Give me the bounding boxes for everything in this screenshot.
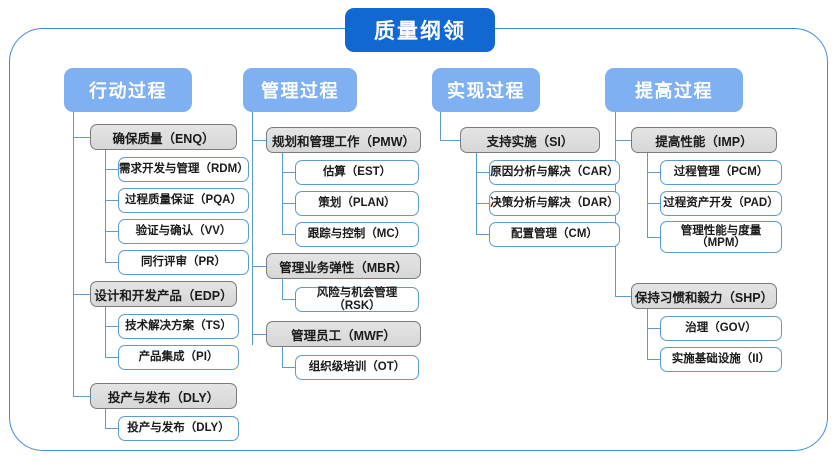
item-box-3-0-1[interactable]: 过程资产开发（PAD） <box>660 191 782 216</box>
branch-line <box>73 294 91 296</box>
column-header-0[interactable]: 行动过程 <box>64 68 192 112</box>
item-box-2-0-1[interactable]: 决策分析与解决（DAR） <box>489 191 620 216</box>
leaf-line <box>105 262 119 264</box>
item-box-1-0-1[interactable]: 策划（PLAN） <box>295 191 419 216</box>
diagram-title: 质量纲领 <box>345 8 495 52</box>
item-box-0-1-1[interactable]: 产品集成（PI） <box>118 345 239 370</box>
item-box-1-0-2[interactable]: 跟踪与控制（MC） <box>295 222 419 247</box>
sub-trunk-line <box>105 150 107 262</box>
group-box-1-0[interactable]: 规划和管理工作（PMW） <box>266 127 421 153</box>
branch-line <box>73 137 91 139</box>
group-box-2-0[interactable]: 支持实施（SI） <box>460 127 600 153</box>
leaf-line <box>105 326 119 328</box>
trunk-line-col-1 <box>252 112 254 345</box>
leaf-line <box>282 172 296 174</box>
leaf-line <box>105 357 119 359</box>
item-box-0-0-1[interactable]: 过程质量保证（PQA） <box>118 188 249 213</box>
branch-line <box>73 396 91 398</box>
trunk-line-col-0 <box>73 112 75 397</box>
sub-trunk-line <box>282 347 284 367</box>
leaf-line <box>476 234 490 236</box>
item-box-3-0-2[interactable]: 管理性能与度量（MPM） <box>660 221 782 253</box>
leaf-line <box>282 203 296 205</box>
column-header-1[interactable]: 管理过程 <box>243 68 357 112</box>
leaf-line <box>105 428 119 430</box>
leaf-line <box>476 172 490 174</box>
leaf-line <box>105 169 119 171</box>
group-box-3-0[interactable]: 提高性能（IMP） <box>631 127 777 153</box>
group-box-3-1[interactable]: 保持习惯和毅力（SHP） <box>631 283 777 309</box>
sub-trunk-line <box>476 153 478 234</box>
column-header-2[interactable]: 实现过程 <box>432 68 540 112</box>
item-box-1-0-0[interactable]: 估算（EST） <box>295 160 419 185</box>
sub-trunk-line <box>105 409 107 428</box>
group-box-1-2[interactable]: 管理员工（MWF） <box>266 321 421 347</box>
column-header-3[interactable]: 提高过程 <box>605 68 743 112</box>
item-box-3-1-1[interactable]: 实施基础设施（II） <box>660 347 782 372</box>
item-box-2-0-0[interactable]: 原因分析与解决（CAR） <box>489 160 620 185</box>
leaf-line <box>282 367 296 369</box>
item-box-0-2-0[interactable]: 投产与发布（DLY） <box>118 416 239 441</box>
branch-line <box>252 140 268 142</box>
item-box-0-0-2[interactable]: 验证与确认（VV） <box>118 219 249 244</box>
branch-line <box>615 140 633 142</box>
item-box-0-0-3[interactable]: 同行评审（PR） <box>118 250 249 275</box>
leaf-line <box>282 234 296 236</box>
leaf-line <box>105 200 119 202</box>
item-box-1-2-0[interactable]: 组织级培训（OT） <box>295 355 419 380</box>
trunk-line-col-2 <box>440 112 442 140</box>
group-box-0-1[interactable]: 设计和开发产品（EDP） <box>90 281 237 307</box>
item-box-0-1-0[interactable]: 技术解决方案（TS） <box>118 314 239 339</box>
branch-line <box>252 266 268 268</box>
group-box-1-1[interactable]: 管理业务弹性（MBR） <box>266 253 421 279</box>
leaf-line <box>476 203 490 205</box>
leaf-line <box>647 203 661 205</box>
branch-line <box>440 140 462 142</box>
branch-line <box>615 296 633 298</box>
leaf-line <box>105 231 119 233</box>
sub-trunk-line <box>647 309 649 359</box>
leaf-line <box>282 299 296 301</box>
group-box-0-0[interactable]: 确保质量（ENQ） <box>90 124 237 150</box>
leaf-line <box>647 172 661 174</box>
item-box-3-1-0[interactable]: 治理（GOV） <box>660 316 782 341</box>
item-box-0-0-0[interactable]: 需求开发与管理（RDM） <box>118 157 249 182</box>
sub-trunk-line <box>647 153 649 237</box>
leaf-line <box>647 328 661 330</box>
leaf-line <box>647 237 661 239</box>
leaf-line <box>647 359 661 361</box>
sub-trunk-line <box>105 307 107 357</box>
group-box-0-2[interactable]: 投产与发布（DLY） <box>90 383 237 409</box>
item-box-1-1-0[interactable]: 风险与机会管理（RSK） <box>295 287 419 312</box>
item-box-2-0-2[interactable]: 配置管理（CM） <box>489 222 620 247</box>
item-box-3-0-0[interactable]: 过程管理（PCM） <box>660 160 782 185</box>
sub-trunk-line <box>282 153 284 234</box>
branch-line <box>252 334 268 336</box>
sub-trunk-line <box>282 279 284 299</box>
